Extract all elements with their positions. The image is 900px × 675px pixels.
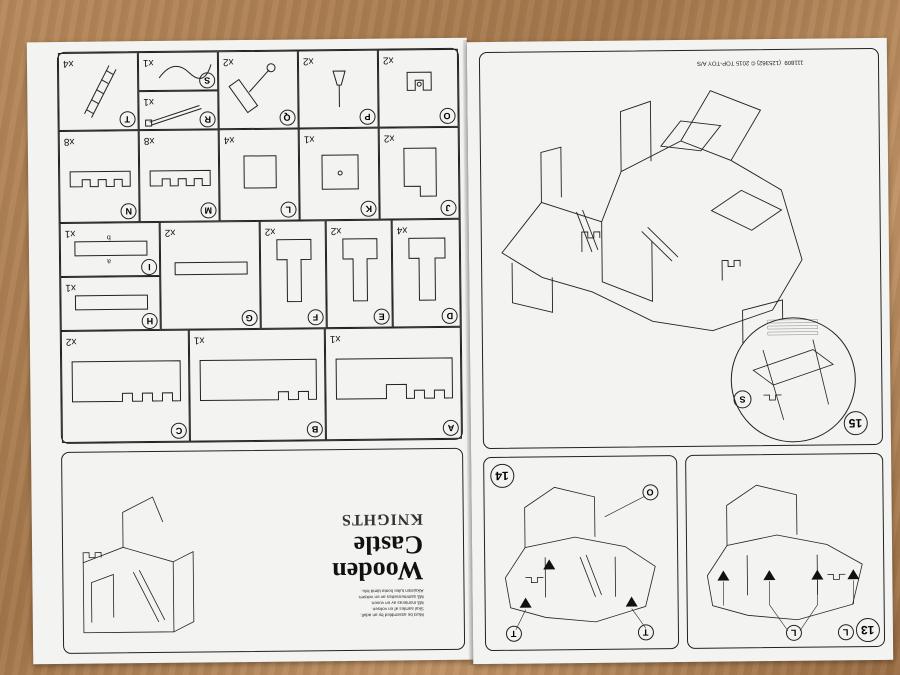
title-block: Must be assembled by an adult. Skal saml… (223, 509, 424, 619)
callout-l-2: L (837, 624, 855, 641)
title-line-1: Wooden (332, 556, 424, 587)
step-number-15: 15 (843, 411, 868, 436)
sub-label-a: a (107, 257, 111, 265)
part-label-q: Q (279, 109, 296, 126)
brand-logo: KNIGHTS (340, 510, 423, 529)
part-cell-h: x1 H (60, 275, 161, 331)
instruction-sheet-left: x4 T x1 S x1 R x2 Q (26, 37, 474, 665)
part-cell-d: x4 D (391, 218, 461, 328)
part-label-l: L (280, 201, 297, 218)
part-label-p: P (359, 108, 376, 125)
castle-assembly-step-14 (504, 486, 656, 630)
part-label-s: S (199, 72, 216, 89)
part-cell-r: x1 R (138, 90, 219, 131)
wall-part-c-drawing (71, 360, 182, 403)
arch-part-f-drawing (276, 238, 312, 303)
castle-assembly-step-13 (706, 484, 863, 632)
string-part-drawing (158, 64, 212, 79)
step-14-panel: T T O 14 (483, 455, 680, 652)
detail-magnifier (730, 317, 856, 443)
title-line-2: Castle (353, 530, 424, 560)
notched-plate-drawing (403, 147, 437, 197)
part-cell-q: x2 Q (217, 50, 299, 130)
part-label-a: A (442, 419, 459, 436)
part-cell-e: x2 E (325, 219, 393, 329)
part-cell-b: x1 B (188, 328, 326, 442)
part-cell-f: x2 F (259, 220, 327, 329)
callout-s: S (733, 390, 752, 409)
part-label-f: F (307, 309, 324, 326)
castle-illustration (82, 496, 195, 634)
part-label-b: B (306, 421, 323, 438)
part-cell-n: x8 N (58, 130, 140, 223)
part-cell-p: x2 P (297, 49, 379, 129)
part-cell-g: x2 G (159, 220, 261, 330)
rod-part-drawing (145, 105, 202, 127)
part-label-d: D (441, 307, 458, 324)
wall-part-b-drawing (199, 358, 318, 402)
part-cell-k: x1 K (298, 127, 380, 221)
part-label-e: E (373, 308, 390, 325)
plate-with-hole-drawing (321, 154, 359, 190)
gate-wall-part-a-drawing (335, 357, 454, 400)
step-number-13: 13 (855, 617, 881, 643)
instruction-list: Must be assembled by an adult. Skal saml… (223, 587, 424, 619)
part-cell-a: x1 A (324, 326, 462, 441)
part-cell-j: x2 J (378, 126, 460, 220)
torch-part-drawing (332, 70, 346, 108)
arch-part-d-drawing (408, 237, 446, 301)
part-label-j: J (440, 199, 457, 216)
sub-label-b: b (106, 233, 111, 241)
ladder-part-drawing (84, 65, 117, 118)
parts-grid-frame: x4 T x1 S x1 R x2 Q (56, 47, 463, 444)
part-cell-m: x8 M (138, 129, 220, 223)
callout-t-1: T (505, 625, 523, 642)
arch-part-e-drawing (342, 238, 378, 302)
battlement-part-n-drawing (69, 170, 131, 188)
part-label-r: R (199, 111, 216, 128)
part-label-m: M (200, 202, 217, 219)
square-plate-drawing (243, 155, 277, 189)
step-13-panel: L L 13 (685, 452, 886, 649)
part-label-g: G (241, 309, 258, 327)
part-cell-c: x2 C (60, 329, 190, 443)
beam-part-drawing (174, 261, 248, 276)
part-cell-l: x4 L (218, 128, 300, 222)
strip-part-h-drawing (74, 294, 149, 311)
callout-t-2: T (637, 624, 655, 641)
part-cell-o: x2 O (377, 48, 459, 128)
part-cell-s: x1 S (137, 51, 219, 92)
instruction-sheet-right: 111809 (125362) © 2015 TOP-TOY A/S (466, 37, 894, 665)
cannon-part-drawing (228, 63, 276, 114)
part-label-k: K (360, 200, 377, 217)
part-cell-i: x1 b a I (59, 221, 161, 277)
callout-l-1: L (785, 624, 803, 641)
step-15-panel: S 15 (478, 47, 883, 450)
part-label-t: T (119, 111, 136, 128)
part-label-i: I (141, 258, 158, 276)
part-label-c: C (170, 422, 187, 439)
castle-assembly-step-15 (501, 90, 803, 351)
part-cell-t: x4 T (57, 52, 139, 131)
part-label-o: O (439, 107, 456, 125)
battlement-part-m-drawing (149, 169, 211, 187)
callout-o: O (642, 484, 659, 501)
cover-panel: Must be assembled by an adult. Skal saml… (61, 447, 466, 654)
part-label-n: N (120, 203, 137, 220)
bracket-part-drawing (406, 71, 432, 91)
part-label-h: H (141, 312, 158, 330)
step-number-14: 14 (490, 463, 515, 488)
strip-part-i-drawing (74, 240, 148, 257)
